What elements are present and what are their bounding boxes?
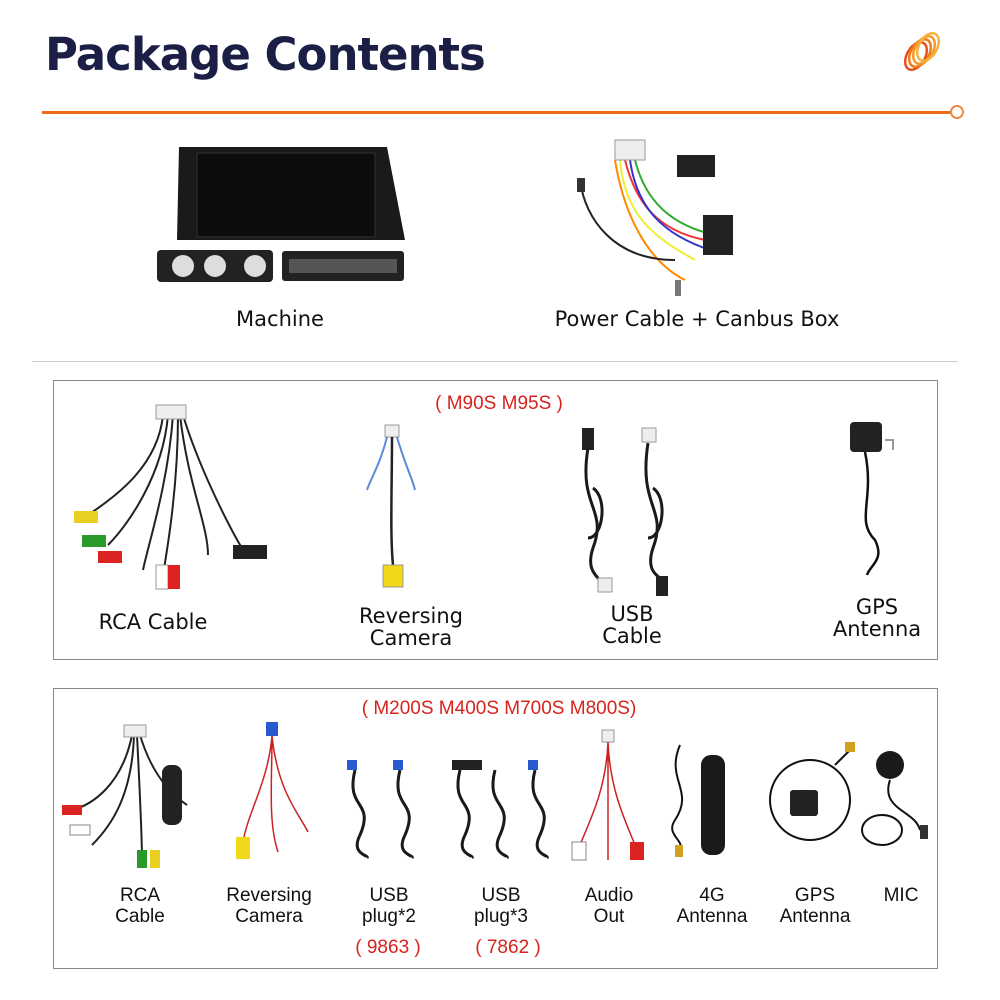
brand-logo-icon [903, 32, 941, 71]
page-title: Package Contents [45, 28, 486, 81]
group-m200s-box [53, 688, 938, 969]
usb-plug-3-image [452, 760, 549, 860]
item-label-power-cable: Power Cable + Canbus Box [554, 307, 840, 331]
usb-plug-2-note: ( 9863 ) [355, 937, 421, 958]
machine-image [157, 147, 405, 282]
mic-image [861, 751, 928, 846]
item-label-usb-cable: USB Cable [602, 602, 662, 648]
group2-models: ( M200S M400S M700S M800S) [361, 698, 637, 719]
rca-cable-image [74, 404, 267, 590]
item-label-reversing-camera: Reversing Camera [359, 604, 463, 650]
item-label-rca-cable: RCA Cable [98, 610, 208, 634]
item-label-mic: MIC [883, 885, 919, 906]
reversing-camera-2-image [236, 722, 309, 859]
item-label-gps-antenna-2: GPS Antenna [779, 885, 851, 927]
reversing-camera-image [366, 424, 416, 588]
gps-antenna-2-image [769, 742, 855, 841]
item-label-reversing-camera-2: Reversing Camera [226, 885, 312, 927]
item-label-usb-plug-2: USB plug*2 [362, 885, 416, 927]
usb-cable-image [582, 427, 668, 596]
group1-models: ( M90S M95S ) [435, 393, 563, 414]
item-label-gps-antenna: GPS Antenna [832, 595, 922, 641]
audio-out-image [571, 729, 644, 861]
power-cable-image [577, 139, 733, 296]
item-label-machine: Machine [236, 307, 324, 331]
item-label-rca-cable-2: RCA Cable [115, 885, 165, 927]
gps-antenna-image [850, 422, 894, 576]
usb-plug-3-note: ( 7862 ) [475, 937, 541, 958]
rca-cable-2-image [62, 724, 188, 868]
header-rule-dot [950, 105, 964, 119]
4g-antenna-image [671, 744, 725, 857]
usb-plug-2-image [347, 760, 414, 860]
group-m90s-box [53, 380, 938, 660]
header-rule [42, 111, 952, 114]
item-label-audio-out: Audio Out [584, 885, 634, 927]
section-divider [32, 361, 958, 362]
item-label-4g-antenna: 4G Antenna [676, 885, 748, 927]
item-label-usb-plug-3: USB plug*3 [474, 885, 528, 927]
